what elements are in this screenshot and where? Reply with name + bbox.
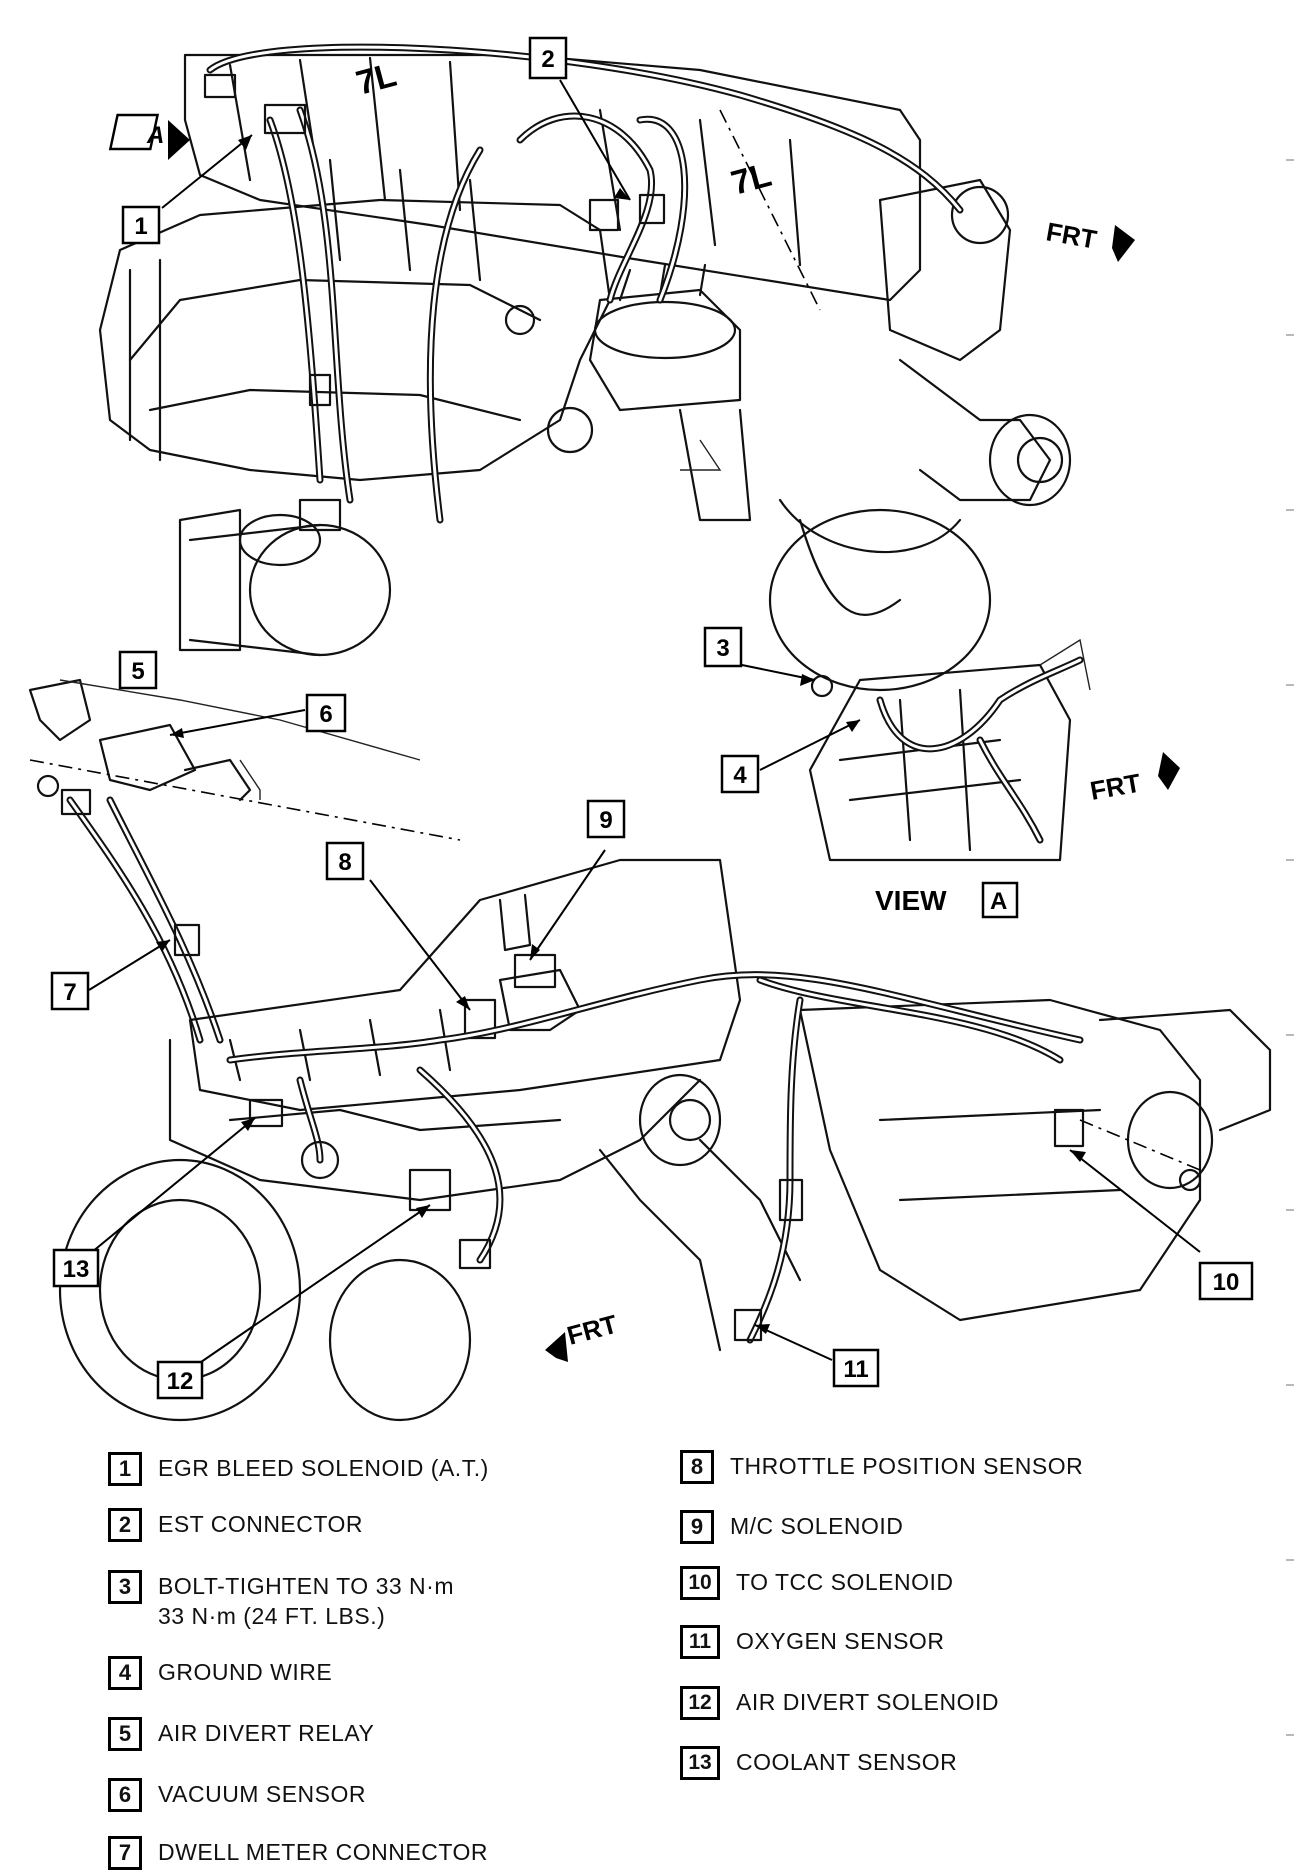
callout-12: 12: [156, 1360, 204, 1400]
legend-item: 3 BOLT-TIGHTEN TO 33 N·m 33 N·m (24 FT. …: [108, 1570, 454, 1631]
callout-5: 5: [118, 650, 158, 690]
legend-text: GROUND WIRE: [158, 1659, 333, 1685]
callout-1: 1: [121, 205, 161, 245]
callout-4: 4: [720, 754, 760, 794]
frt-arrow-lower: FRT: [545, 1309, 620, 1362]
svg-text:FRT: FRT: [1044, 216, 1099, 254]
legend-text: BOLT-TIGHTEN TO 33 N·m 33 N·m (24 FT. LB…: [158, 1573, 454, 1629]
svg-text:9: 9: [599, 807, 612, 834]
legend-text: VACUUM SENSOR: [158, 1781, 366, 1807]
legend-number: 9: [680, 1510, 714, 1544]
view-a-inset: VIEW A: [808, 638, 1091, 919]
svg-text:12: 12: [167, 1368, 194, 1395]
legend-number: 7: [108, 1836, 142, 1870]
legend-item: 7 DWELL METER CONNECTOR: [108, 1836, 488, 1870]
callout-8: 8: [325, 841, 365, 881]
legend-item: 8 THROTTLE POSITION SENSOR: [680, 1450, 1083, 1484]
leader-lines: [88, 79, 1201, 1374]
legend-text: DWELL METER CONNECTOR: [158, 1839, 488, 1865]
callout-2: 2: [528, 36, 568, 80]
legend-item: 5 AIR DIVERT RELAY: [108, 1717, 374, 1751]
legend-text: AIR DIVERT SOLENOID: [736, 1689, 999, 1715]
svg-text:11: 11: [843, 1356, 868, 1383]
legend-number: 4: [108, 1656, 142, 1690]
callout-7: 7: [50, 971, 90, 1011]
legend-item: 1 EGR BLEED SOLENOID (A.T.): [108, 1452, 489, 1486]
legend-item: 4 GROUND WIRE: [108, 1656, 332, 1690]
frt-arrow-view-a: FRT: [1088, 752, 1180, 806]
legend-number: 1: [108, 1452, 142, 1486]
lower-engine-illustration: [28, 678, 1272, 1422]
legend-number: 8: [680, 1450, 714, 1484]
legend-text: OXYGEN SENSOR: [736, 1628, 945, 1654]
svg-text:6: 6: [319, 701, 332, 728]
legend-item: 10 TO TCC SOLENOID: [680, 1566, 954, 1600]
legend-item: 12 AIR DIVERT SOLENOID: [680, 1686, 999, 1720]
svg-text:2: 2: [541, 46, 554, 73]
edge-marks: [1286, 159, 1294, 1736]
frt-arrow-upper: FRT: [1044, 216, 1135, 262]
callout-3: 3: [703, 626, 743, 668]
legend-number: 10: [680, 1566, 720, 1600]
legend-text: AIR DIVERT RELAY: [158, 1720, 375, 1746]
legend-item: 11 OXYGEN SENSOR: [680, 1625, 944, 1659]
svg-text:1: 1: [134, 213, 147, 240]
callout-10: 10: [1198, 1261, 1254, 1301]
svg-text:10: 10: [1213, 1269, 1240, 1296]
legend-number: 13: [680, 1746, 720, 1780]
callout-9: 9: [586, 799, 626, 839]
svg-text:8: 8: [338, 849, 351, 876]
svg-text:7L: 7L: [727, 156, 775, 203]
legend-text: THROTTLE POSITION SENSOR: [730, 1453, 1084, 1479]
legend-number: 12: [680, 1686, 720, 1720]
svg-text:5: 5: [131, 658, 144, 685]
svg-text:A: A: [990, 888, 1007, 915]
svg-text:VIEW: VIEW: [875, 885, 947, 916]
svg-text:FRT: FRT: [564, 1309, 621, 1351]
svg-text:7: 7: [63, 979, 76, 1006]
upper-engine-illustration: 7L 7L: [98, 43, 1072, 692]
legend-item: 6 VACUUM SENSOR: [108, 1778, 366, 1812]
svg-text:13: 13: [63, 1256, 90, 1283]
legend-number: 3: [108, 1570, 142, 1604]
legend-text: M/C SOLENOID: [730, 1513, 904, 1539]
legend-text: EGR BLEED SOLENOID (A.T.): [158, 1455, 489, 1481]
legend-number: 2: [108, 1508, 142, 1542]
svg-text:FRT: FRT: [1088, 768, 1143, 806]
legend-text: COOLANT SENSOR: [736, 1749, 958, 1775]
legend-item: 13 COOLANT SENSOR: [680, 1746, 957, 1780]
callout-13: 13: [52, 1248, 100, 1288]
legend-item: 2 EST CONNECTOR: [108, 1508, 363, 1542]
svg-text:7L: 7L: [352, 56, 400, 103]
legend-number: 6: [108, 1778, 142, 1812]
legend-text: EST CONNECTOR: [158, 1511, 364, 1537]
legend-number: 11: [680, 1625, 720, 1659]
callout-11: 11: [832, 1348, 880, 1388]
legend-item: 9 M/C SOLENOID: [680, 1510, 903, 1544]
legend-text: TO TCC SOLENOID: [736, 1569, 954, 1595]
view-a-marker: A: [108, 113, 190, 160]
svg-text:A: A: [146, 122, 164, 149]
svg-text:3: 3: [716, 635, 729, 662]
legend-number: 5: [108, 1717, 142, 1751]
callout-6: 6: [305, 693, 347, 733]
svg-text:4: 4: [733, 762, 747, 789]
